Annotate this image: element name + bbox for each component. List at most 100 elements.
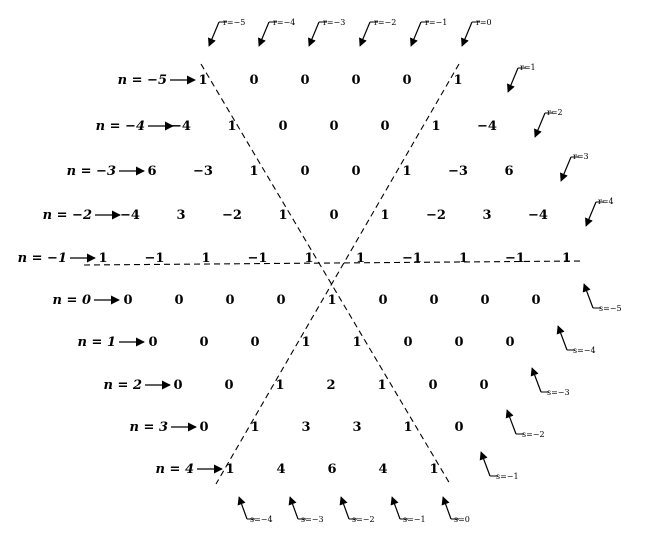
diagonal-arrow-icon xyxy=(390,496,401,520)
row-label: n = 2 xyxy=(104,378,142,393)
cell-value: 0 xyxy=(276,293,285,308)
cell-value: −3 xyxy=(448,164,468,179)
row-label: n = 4 xyxy=(156,462,194,477)
diagonal-label: r=−4 xyxy=(273,18,295,27)
diagonal-marker: s=−1 xyxy=(390,496,426,524)
diagonal-label: s=−3 xyxy=(547,388,570,397)
row-label: n = 3 xyxy=(130,420,168,435)
diagonal-marker: s=−2 xyxy=(339,496,375,524)
cell-value: 0 xyxy=(174,293,183,308)
cell-value: 0 xyxy=(429,293,438,308)
cell-value: 0 xyxy=(148,335,157,350)
cell-value: 0 xyxy=(351,73,360,88)
diagonal-label: r=−5 xyxy=(223,18,245,27)
cell-value: 1 xyxy=(356,251,365,266)
cell-value: 0 xyxy=(250,335,259,350)
diagonal-arrow-icon xyxy=(461,21,473,47)
cell-value: −1 xyxy=(402,251,422,266)
diagonal-marker: s=−1 xyxy=(479,451,519,481)
cell-value: −4 xyxy=(477,119,497,134)
cell-value: 0 xyxy=(225,293,234,308)
diagonal-marker: s=−2 xyxy=(505,409,545,439)
cell-value: 0 xyxy=(479,378,488,393)
diagonal-label: s=−2 xyxy=(522,430,545,439)
diagonal-label: s=−1 xyxy=(403,515,426,524)
diagonal-label: r=−2 xyxy=(374,18,396,27)
cell-value: 6 xyxy=(327,462,336,477)
diagonal-label: s=−4 xyxy=(573,346,596,355)
diagonal-arrow-icon xyxy=(410,21,422,47)
diagonal-marker: r=−4 xyxy=(258,18,295,47)
diagonal-label: r=1 xyxy=(520,63,536,72)
diagonal-marker: r=−2 xyxy=(359,18,396,47)
cell-value: 1 xyxy=(453,73,462,88)
cell-value: 0 xyxy=(199,420,208,435)
cell-value: −4 xyxy=(528,208,548,223)
diagonal-marker: r=−1 xyxy=(410,18,447,47)
diagonal-label: r=4 xyxy=(598,197,614,206)
diagonal-marker: s=−3 xyxy=(530,367,570,397)
cell-value: 4 xyxy=(276,462,285,477)
diagonal-arrow-icon xyxy=(505,409,517,435)
diagonal-arrow-icon xyxy=(258,21,270,47)
cell-value: 0 xyxy=(329,119,338,134)
diagonal-marker: r=−3 xyxy=(308,18,345,47)
cell-value: 0 xyxy=(428,378,437,393)
cell-value: 1 xyxy=(352,335,361,350)
dashed-guide-lines xyxy=(83,63,583,485)
cell-value: 0 xyxy=(249,73,258,88)
diagonal-label: s=−1 xyxy=(496,472,519,481)
diagonal-marker: s=0 xyxy=(441,496,470,524)
cell-value: 0 xyxy=(199,335,208,350)
cell-value: 1 xyxy=(403,420,412,435)
row-label: n = 1 xyxy=(78,335,116,350)
cell-value: −4 xyxy=(171,119,191,134)
diagonal-arrow-icon xyxy=(308,21,320,47)
cell-value: 0 xyxy=(402,73,411,88)
cell-value: −4 xyxy=(120,208,140,223)
cell-value: −1 xyxy=(248,251,268,266)
diagonal-arrow-icon xyxy=(288,496,299,520)
diagonal-marker: r=2 xyxy=(534,108,563,138)
cell-value: 0 xyxy=(454,335,463,350)
cell-value: 0 xyxy=(300,73,309,88)
cell-value: 2 xyxy=(326,378,335,393)
cell-value: 0 xyxy=(378,293,387,308)
cell-value: 1 xyxy=(225,462,234,477)
cell-value: 1 xyxy=(301,335,310,350)
diagonal-arrow-icon xyxy=(534,112,546,138)
cell-value: 0 xyxy=(454,420,463,435)
cell-value: 6 xyxy=(147,164,156,179)
diagonal-label: s=−2 xyxy=(352,515,375,524)
cell-value: 1 xyxy=(278,208,287,223)
diagonal-arrow-icon xyxy=(208,21,220,47)
cell-value: 1 xyxy=(431,119,440,134)
cell-value: 0 xyxy=(505,335,514,350)
cell-value: 0 xyxy=(300,164,309,179)
cell-value: 1 xyxy=(562,251,571,266)
diagonal-label: r=2 xyxy=(547,108,563,117)
diagonal-arrow-icon xyxy=(237,496,248,520)
row-label: n = −5 xyxy=(118,73,167,88)
cell-value: 1 xyxy=(227,119,236,134)
cell-value: 0 xyxy=(531,293,540,308)
cell-value: 3 xyxy=(482,208,491,223)
diagonal-label: s=−3 xyxy=(301,515,324,524)
diagonal-arrow-icon xyxy=(441,496,452,520)
diagonal-marker: r=1 xyxy=(507,63,536,93)
cell-value: 1 xyxy=(201,251,210,266)
diagonal-label: r=−3 xyxy=(323,18,345,27)
diagonal-arrow-icon xyxy=(359,21,371,47)
row-label: n = 0 xyxy=(53,293,91,308)
diagonal-marker: r=−5 xyxy=(208,18,245,47)
cell-value: −1 xyxy=(505,251,525,266)
